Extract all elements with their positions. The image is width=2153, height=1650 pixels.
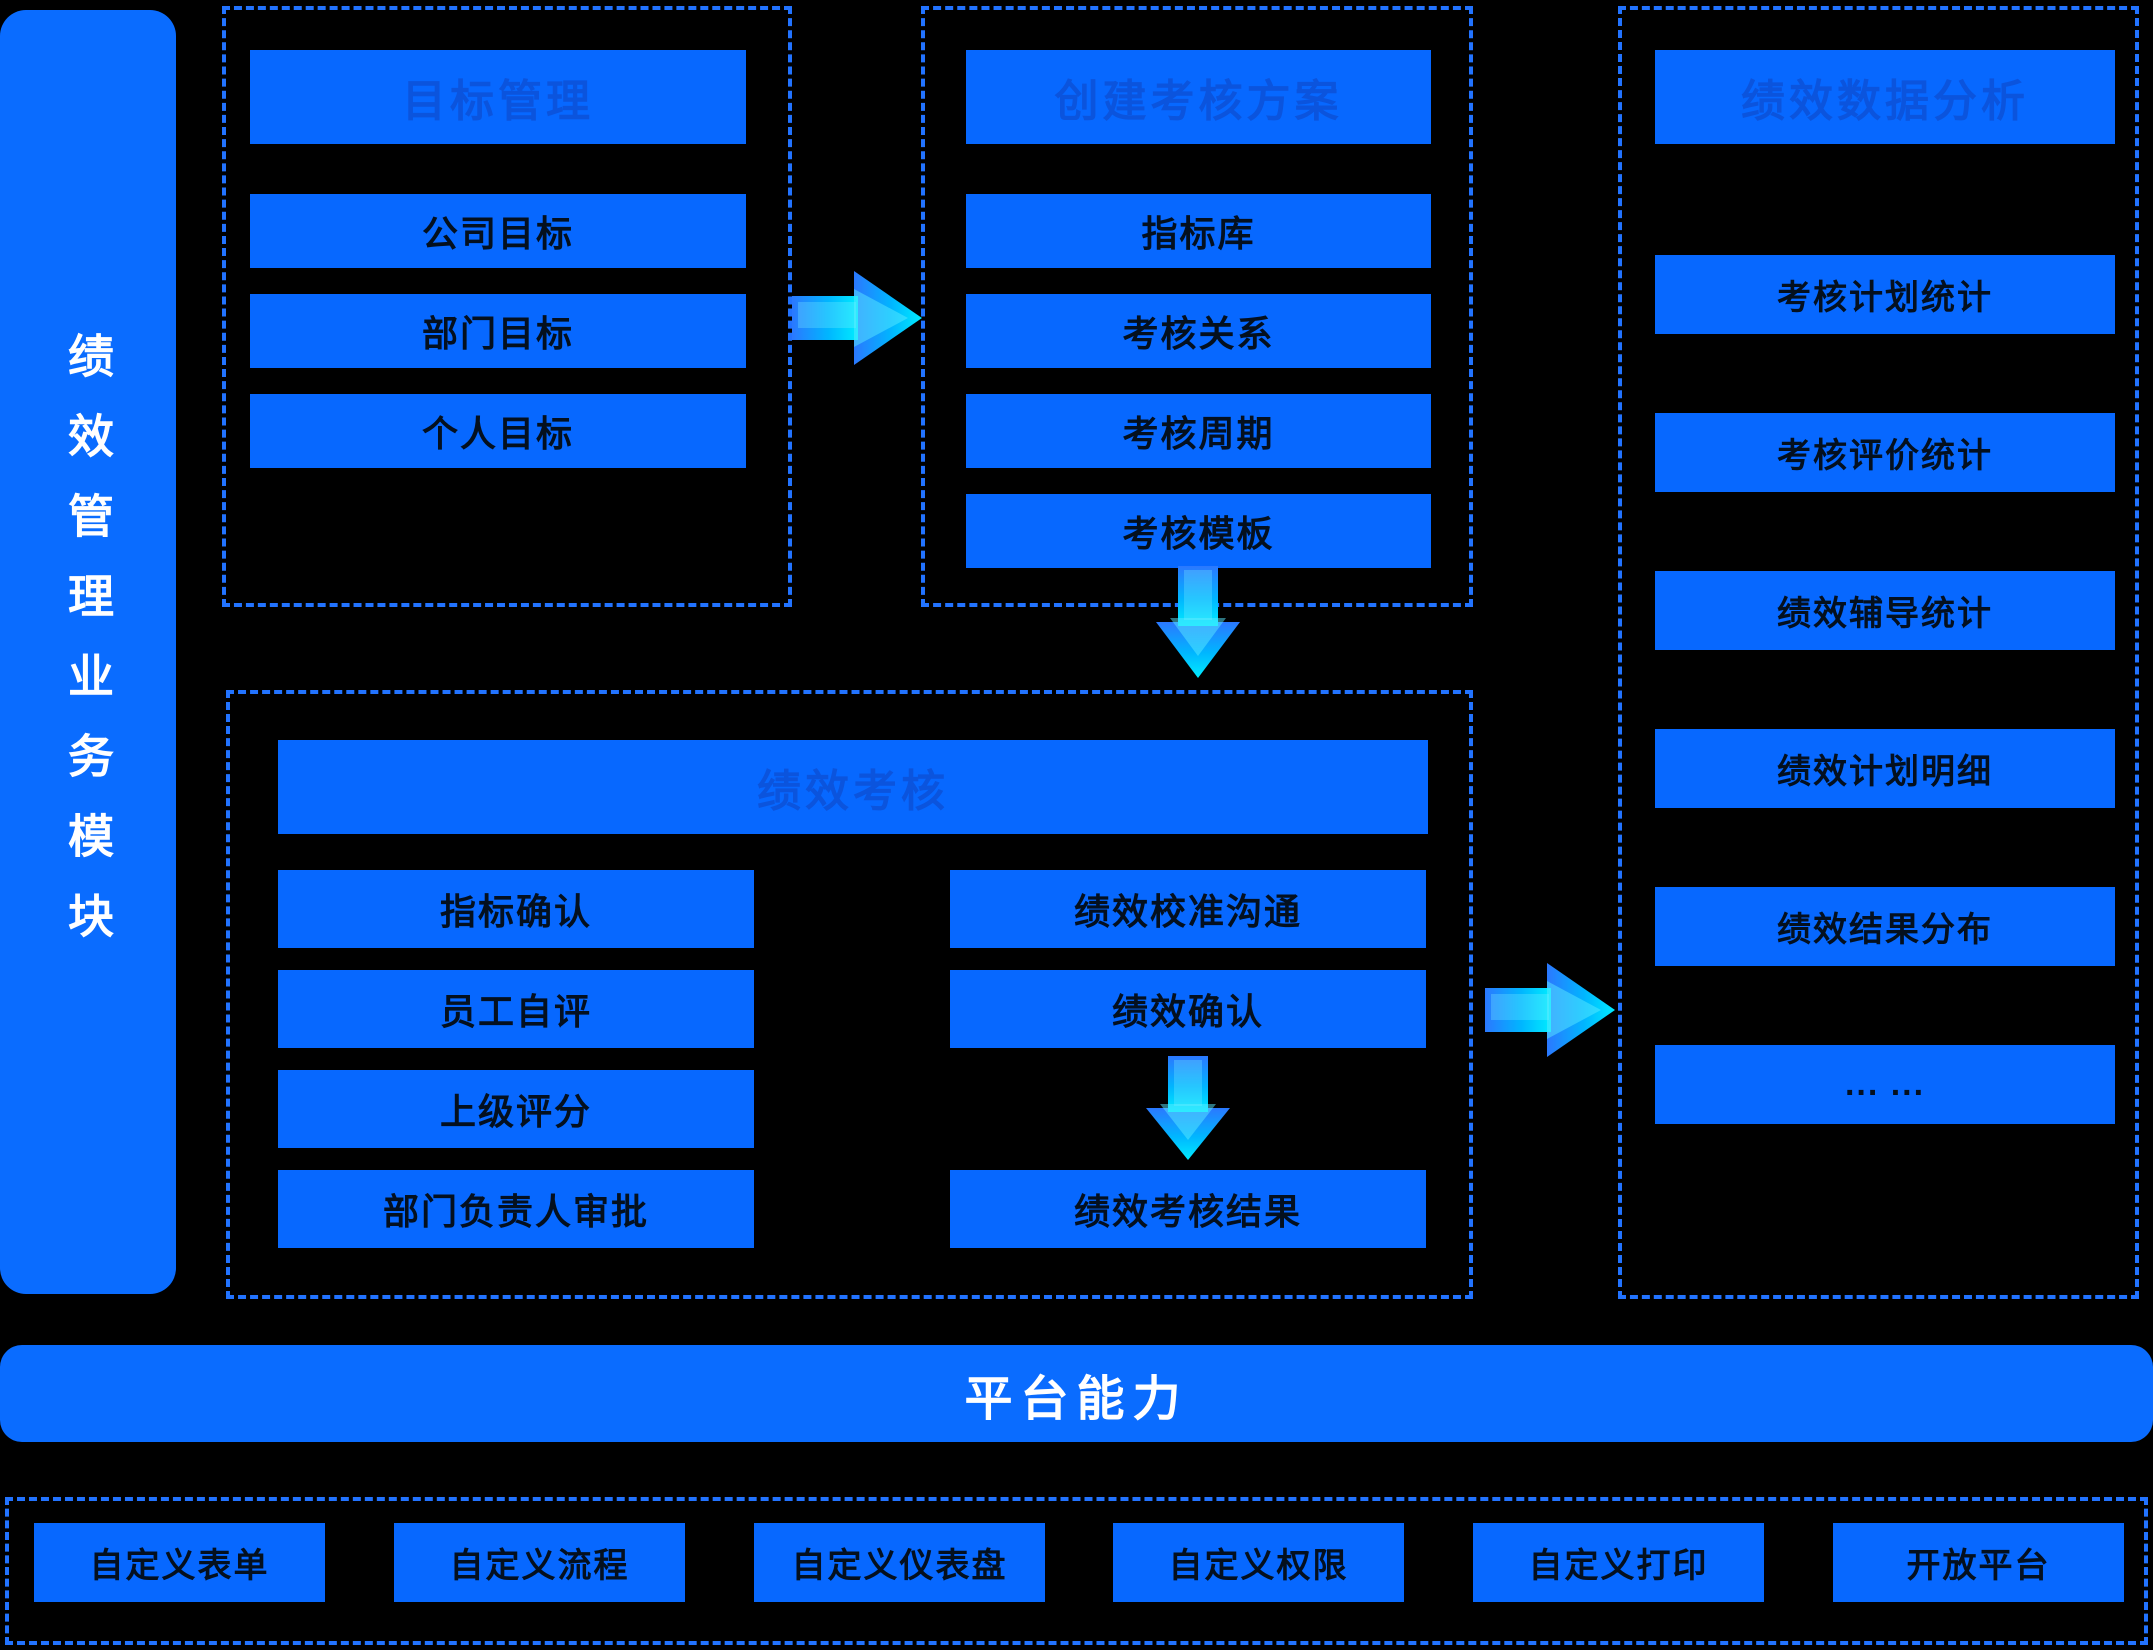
platform-capability-label: 平台能力 <box>964 1372 1189 1426</box>
platform-capability-bar: 平台能力 <box>0 1345 2153 1442</box>
analysis-item: 考核计划统计 <box>1655 255 2115 334</box>
scheme-item: 考核关系 <box>966 294 1431 368</box>
flow-arrow-right-icon <box>792 271 922 365</box>
scheme-item: 考核周期 <box>966 394 1431 468</box>
goal-group-border <box>222 6 792 607</box>
process-left-item: 指标确认 <box>278 870 754 948</box>
capability-box: 自定义流程 <box>394 1523 685 1602</box>
process-group-header: 绩效考核 <box>278 740 1428 834</box>
process-left-item: 员工自评 <box>278 970 754 1048</box>
analysis-item: 绩效计划明细 <box>1655 729 2115 808</box>
goal-group-header: 目标管理 <box>250 50 746 144</box>
analysis-group-header: 绩效数据分析 <box>1655 50 2115 144</box>
flow-arrow-down-icon <box>1146 1056 1230 1160</box>
capability-box: 自定义权限 <box>1113 1523 1404 1602</box>
analysis-item: 绩效结果分布 <box>1655 887 2115 966</box>
capability-box: 自定义仪表盘 <box>754 1523 1045 1602</box>
flow-arrow-down-icon <box>1156 566 1240 678</box>
process-result-item: 绩效考核结果 <box>950 1170 1426 1248</box>
analysis-item-more: ... ... <box>1655 1045 2115 1124</box>
process-group-border <box>226 690 1473 1299</box>
capability-box: 自定义打印 <box>1473 1523 1764 1602</box>
process-left-item: 部门负责人审批 <box>278 1170 754 1248</box>
process-right-item: 绩效确认 <box>950 970 1426 1048</box>
goal-item: 公司目标 <box>250 194 746 268</box>
scheme-group-header: 创建考核方案 <box>966 50 1431 144</box>
goal-item: 个人目标 <box>250 394 746 468</box>
process-right-item: 绩效校准沟通 <box>950 870 1426 948</box>
scheme-item: 考核模板 <box>966 494 1431 568</box>
analysis-item: 绩效辅导统计 <box>1655 571 2115 650</box>
goal-item: 部门目标 <box>250 294 746 368</box>
scheme-item: 指标库 <box>966 194 1431 268</box>
analysis-group-border <box>1618 6 2139 1299</box>
module-title: 绩效管理业务模块 <box>62 332 114 972</box>
capability-box: 开放平台 <box>1833 1523 2124 1602</box>
capability-box: 自定义表单 <box>34 1523 325 1602</box>
module-title-bar: 绩效管理业务模块 <box>0 10 176 1294</box>
capability-group-border <box>5 1497 2148 1645</box>
process-left-item: 上级评分 <box>278 1070 754 1148</box>
analysis-item: 考核评价统计 <box>1655 413 2115 492</box>
flow-arrow-right-icon <box>1485 963 1615 1057</box>
